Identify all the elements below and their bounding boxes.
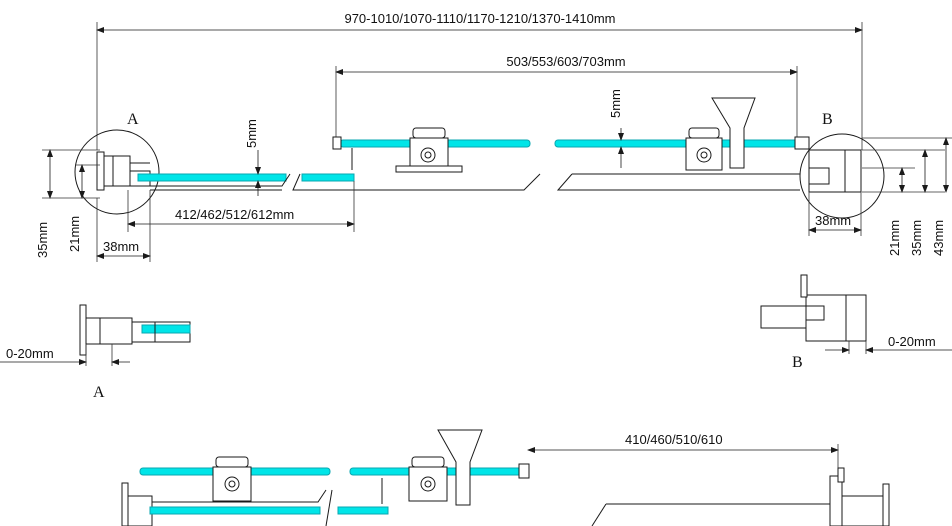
door-handle-bottom — [437, 429, 483, 506]
detail-a-label-bottom: A — [93, 384, 105, 401]
profile-left-35-label: 35mm — [35, 222, 50, 258]
sliding-panel-label: 503/553/603/703mm — [506, 54, 625, 69]
glass-gap-left-label: 5mm — [244, 119, 259, 148]
detail-b: 0-20mm B — [760, 274, 952, 371]
profile-left-21-label: 21mm — [67, 216, 82, 252]
profile-right-38-label: 38mm — [815, 213, 851, 228]
detail-a-label-top: A — [127, 111, 139, 128]
bottom-panel-dimension: 410/460/510/610 — [527, 432, 839, 526]
left-profile-dimensions: 35mm 21mm 38mm — [35, 149, 151, 262]
detail-b-label-top: B — [822, 111, 833, 128]
door-handle — [711, 97, 756, 169]
glass-gap-left-dimension: 5mm — [244, 119, 261, 196]
top-assembly: A — [74, 97, 885, 219]
sliding-glass-right — [554, 139, 804, 148]
profile-right-21-label: 21mm — [887, 220, 902, 256]
fixed-glass-left-2 — [301, 173, 355, 182]
glass-gap-right-dimension: 5mm — [608, 89, 624, 168]
sliding-panel-dimension: 503/553/603/703mm — [335, 54, 798, 140]
adjust-b-label: 0-20mm — [888, 334, 936, 349]
bottom-panel-label: 410/460/510/610 — [625, 432, 723, 447]
roller-right — [685, 127, 723, 171]
adjust-a-label: 0-20mm — [6, 346, 54, 361]
detail-circle-b — [799, 133, 885, 219]
overall-width-label: 970-1010/1070-1110/1170-1210/1370-1410mm — [344, 11, 615, 26]
fixed-panel-label: 412/462/512/612mm — [175, 207, 294, 222]
detail-b-label-bottom: B — [792, 354, 803, 371]
profile-right-35-label: 35mm — [909, 220, 924, 256]
profile-left-38-label: 38mm — [103, 239, 139, 254]
bottom-assembly: 410/460/510/610 — [121, 429, 890, 526]
right-profile-dimensions: 38mm 21mm 35mm 43mm — [808, 137, 952, 256]
overall-width-dimension: 970-1010/1070-1110/1170-1210/1370-1410mm — [96, 11, 863, 150]
profile-right-43-label: 43mm — [931, 220, 946, 256]
roller-left — [395, 127, 463, 173]
fixed-glass-left — [137, 173, 287, 182]
glass-gap-right-label: 5mm — [608, 89, 623, 118]
fixed-panel-dimension: 412/462/512/612mm — [127, 181, 355, 232]
detail-circle-a — [74, 129, 160, 215]
detail-a: 0-20mm A — [0, 304, 191, 401]
